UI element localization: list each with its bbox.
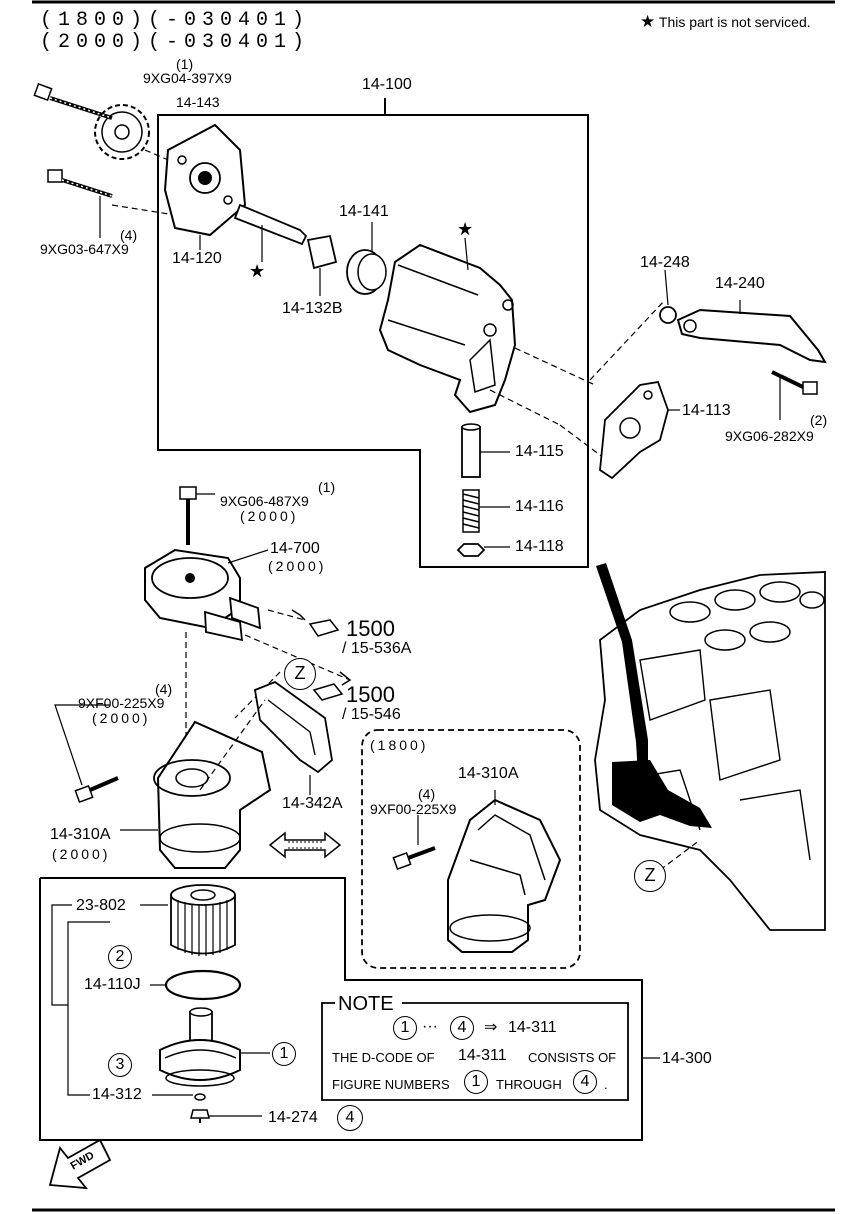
bolt-qty: (4) bbox=[120, 227, 138, 243]
spec-line-2: (2000)(-030401) bbox=[40, 31, 311, 54]
bolt-code: 9XF00-225X9 bbox=[370, 801, 457, 817]
part-label: 14-143 bbox=[176, 94, 220, 110]
pump-cover-part bbox=[163, 123, 247, 250]
hose-ref-icon bbox=[312, 683, 344, 701]
note-text: THE D-CODE OF bbox=[332, 1050, 435, 1065]
variant-label: (2000) bbox=[52, 846, 111, 862]
figure-number: 1 bbox=[393, 1016, 417, 1040]
ref-sub: / 15-546 bbox=[342, 706, 401, 723]
part-label: 14-300 bbox=[662, 1050, 712, 1067]
figure-number: 2 bbox=[108, 945, 132, 969]
figure-number: 4 bbox=[337, 1105, 363, 1131]
part-label: 14-115 bbox=[515, 443, 564, 460]
view-z-marker: Z bbox=[634, 860, 666, 892]
ref-number: 1500 bbox=[346, 682, 395, 707]
star-icon: ★ bbox=[249, 261, 266, 281]
note-text: 14-311 bbox=[458, 1047, 507, 1064]
bolt-part bbox=[33, 83, 113, 120]
drain-plug-part bbox=[190, 1109, 262, 1123]
part-label: 14-132B bbox=[282, 300, 343, 317]
note-target: 14-311 bbox=[508, 1019, 557, 1036]
bolt-code: 9XG03-647X9 bbox=[40, 241, 129, 257]
spec-line-1: (1800)(-030401) bbox=[40, 9, 311, 32]
figure-number: 1 bbox=[464, 1070, 488, 1094]
part-label: 14-310A bbox=[458, 765, 519, 782]
figure-number: 4 bbox=[450, 1016, 474, 1040]
part-label: 23-802 bbox=[76, 897, 126, 914]
figure-number: 1 bbox=[272, 1042, 296, 1066]
bolt-part bbox=[54, 704, 119, 803]
part-label: 14-240 bbox=[715, 275, 765, 292]
note-arrow: ⇒ bbox=[484, 1019, 498, 1036]
part-label: 14-120 bbox=[172, 250, 222, 267]
figure-number: 4 bbox=[573, 1070, 597, 1094]
oil-filter-housing-alt-part bbox=[447, 790, 562, 953]
plug-part bbox=[456, 543, 510, 557]
bolt-qty: (4) bbox=[155, 681, 173, 697]
bolt-part bbox=[771, 370, 818, 420]
part-label: 14-342A bbox=[282, 795, 343, 812]
variant-label: (2000) bbox=[92, 710, 151, 726]
view-z-marker: Z bbox=[284, 658, 316, 690]
bolt-qty: (1) bbox=[176, 56, 194, 72]
not-serviced-notice: ★ This part is not serviced. bbox=[640, 12, 811, 31]
oil-filter-housing-part bbox=[120, 720, 272, 869]
note-title: NOTE bbox=[338, 993, 394, 1015]
relief-plunger-part bbox=[461, 423, 510, 478]
pump-shaft-part bbox=[233, 203, 308, 262]
note-text: . bbox=[604, 1077, 608, 1092]
fwd-arrow-icon bbox=[48, 1138, 112, 1190]
part-label: 14-118 bbox=[515, 538, 564, 555]
oil-pump-body-part bbox=[378, 237, 517, 414]
part-label: 14-113 bbox=[682, 402, 731, 419]
rotor-inner-part bbox=[306, 234, 338, 296]
part-label: 14-700 bbox=[270, 540, 320, 557]
part-label: 14-274 bbox=[268, 1109, 318, 1126]
variant-label: (1800) bbox=[370, 737, 429, 753]
part-label: 14-141 bbox=[339, 203, 389, 220]
engine-block-illustration bbox=[594, 563, 826, 931]
bolt-part bbox=[179, 486, 215, 545]
bolt-code: 9XG06-487X9 bbox=[220, 493, 309, 509]
gasket-part bbox=[253, 680, 333, 795]
figure-number: 3 bbox=[108, 1053, 132, 1077]
oil-filter-element-part bbox=[170, 884, 236, 956]
ref-number: 1500 bbox=[346, 616, 395, 641]
bolt-qty: (1) bbox=[318, 479, 336, 495]
part-label: 14-110J bbox=[84, 976, 141, 993]
star-icon: ★ bbox=[457, 219, 474, 239]
part-label: 14-310A bbox=[50, 826, 111, 843]
double-arrow-icon bbox=[268, 831, 342, 859]
bolt-code: 9XG04-397X9 bbox=[143, 70, 232, 86]
variant-label: (2000) bbox=[240, 508, 299, 524]
hose-ref-icon bbox=[308, 619, 340, 637]
note-dots: ··· bbox=[422, 1018, 438, 1035]
part-label: 14-312 bbox=[92, 1086, 142, 1103]
o-ring-part bbox=[659, 306, 677, 324]
bolt-code: 9XF00-225X9 bbox=[78, 695, 165, 711]
part-label: 14-116 bbox=[515, 498, 564, 515]
part-label: 14-248 bbox=[640, 254, 690, 271]
star-icon: ★ bbox=[640, 12, 656, 31]
relief-spring-part bbox=[462, 489, 510, 533]
rotor-outer-part bbox=[346, 222, 387, 295]
note-text: FIGURE NUMBERS bbox=[332, 1077, 450, 1092]
oil-filter-cap-part bbox=[159, 1007, 270, 1087]
bolt-qty: (4) bbox=[418, 786, 436, 802]
variant-label: (2000) bbox=[268, 558, 327, 574]
note-text: CONSISTS OF bbox=[528, 1050, 617, 1065]
ref-sub: / 15-536A bbox=[342, 640, 412, 657]
o-ring-part bbox=[164, 969, 242, 1001]
oil-strainer-part bbox=[676, 300, 827, 364]
note-text: THROUGH bbox=[496, 1077, 562, 1092]
bolt-part bbox=[392, 815, 436, 870]
bolt-qty: (2) bbox=[810, 412, 828, 428]
part-label: 14-100 bbox=[362, 76, 412, 93]
oil-cooler-part bbox=[144, 548, 269, 642]
bolt-code: 9XG06-282X9 bbox=[725, 428, 814, 444]
bolt-part bbox=[47, 169, 113, 238]
gasket-part bbox=[599, 380, 680, 480]
